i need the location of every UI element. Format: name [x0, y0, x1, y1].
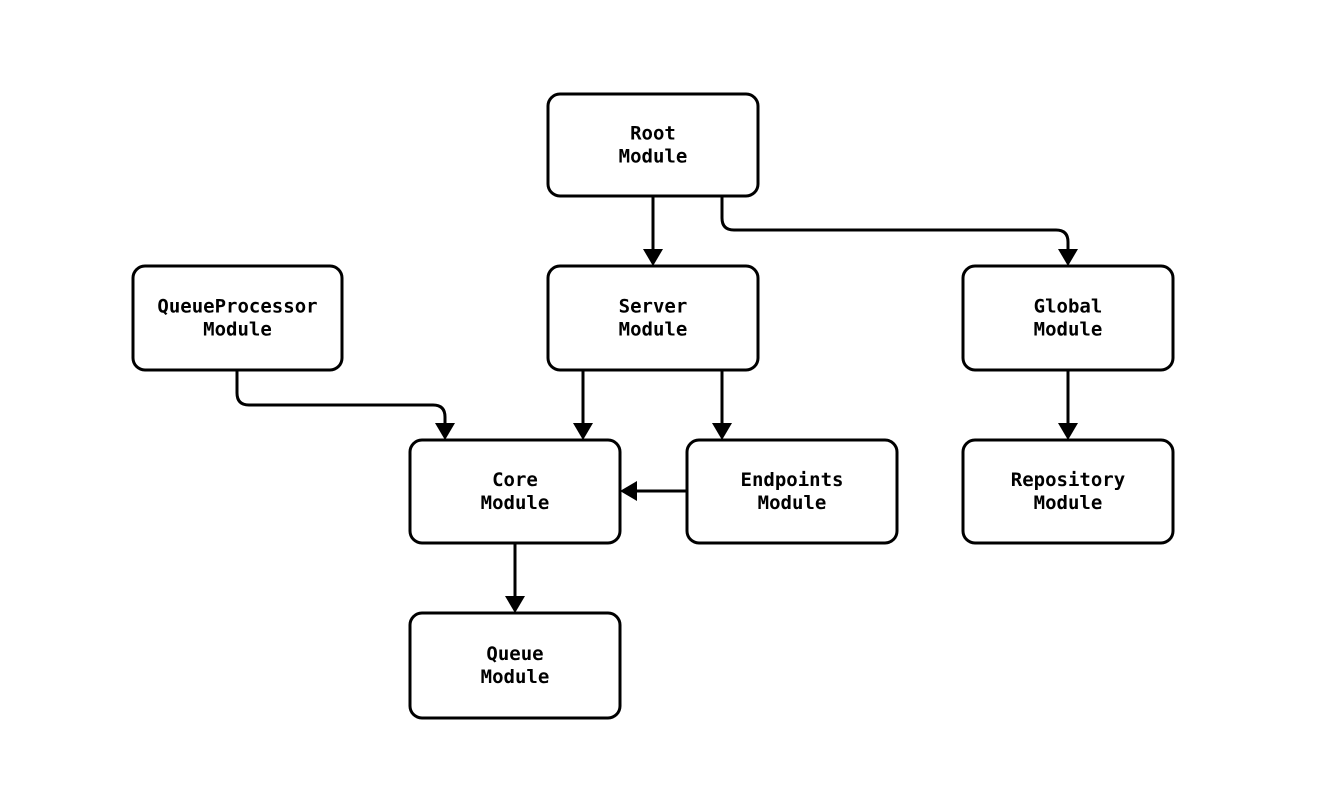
edges-layer: [235, 196, 1078, 613]
root-module-node-label-line1: Root: [630, 123, 676, 145]
edge-endpoints-to-core-arrowhead: [620, 481, 637, 501]
server-module-node-label-line1: Server: [619, 296, 688, 318]
server-module-node-label-line2: Module: [619, 319, 688, 341]
edge-queueprocessor-to-core-line: [235, 370, 447, 424]
queue-module-node-label-line1: Queue: [486, 643, 543, 665]
queueprocessor-module-node-box[interactable]: [131, 264, 344, 372]
endpoints-module-node-box[interactable]: [685, 438, 899, 545]
queue-module-node-label-line2: Module: [481, 666, 550, 688]
global-module-node-label-line1: Global: [1034, 296, 1103, 318]
edge-core-to-queue: [505, 543, 525, 613]
edge-queueprocessor-to-core: [235, 370, 455, 440]
edge-core-to-queue-arrowhead: [505, 596, 525, 613]
queue-module-node-box[interactable]: [408, 611, 622, 720]
server-module-node-box[interactable]: [546, 264, 760, 372]
queueprocessor-module-node-label-line2: Module: [203, 319, 272, 341]
edge-server-to-core-arrowhead: [573, 423, 593, 440]
edge-server-to-endpoints-arrowhead: [712, 423, 732, 440]
edge-server-to-core: [573, 370, 593, 440]
global-module-node-label-line2: Module: [1034, 319, 1103, 341]
edge-root-to-global-arrowhead: [1058, 249, 1078, 266]
edge-server-to-endpoints: [712, 370, 732, 440]
queueprocessor-module-node-label-line1: QueueProcessor: [157, 296, 317, 318]
edge-root-to-server: [643, 196, 663, 266]
nodes-layer: RootModuleQueueProcessorModuleServerModu…: [131, 92, 1175, 720]
edge-root-to-global-line: [720, 196, 1070, 250]
endpoints-module-node-label-line1: Endpoints: [741, 469, 844, 491]
core-module-node-box[interactable]: [408, 438, 622, 545]
repository-module-node-label-line1: Repository: [1011, 469, 1125, 491]
repository-module-node-label-line2: Module: [1034, 492, 1103, 514]
endpoints-module-node-label-line2: Module: [758, 492, 827, 514]
root-module-node-label-line2: Module: [619, 146, 688, 168]
edge-queueprocessor-to-core-arrowhead: [435, 423, 455, 440]
edge-root-to-global: [720, 196, 1078, 266]
core-module-node-label-line2: Module: [481, 492, 550, 514]
core-module-node-label-line1: Core: [492, 469, 538, 491]
edge-global-to-repository-arrowhead: [1058, 423, 1078, 440]
edge-global-to-repository: [1058, 370, 1078, 440]
edge-root-to-server-arrowhead: [643, 249, 663, 266]
global-module-node-box[interactable]: [961, 264, 1175, 372]
edge-endpoints-to-core: [620, 481, 687, 501]
repository-module-node-box[interactable]: [961, 438, 1175, 545]
root-module-node-box[interactable]: [546, 92, 760, 198]
